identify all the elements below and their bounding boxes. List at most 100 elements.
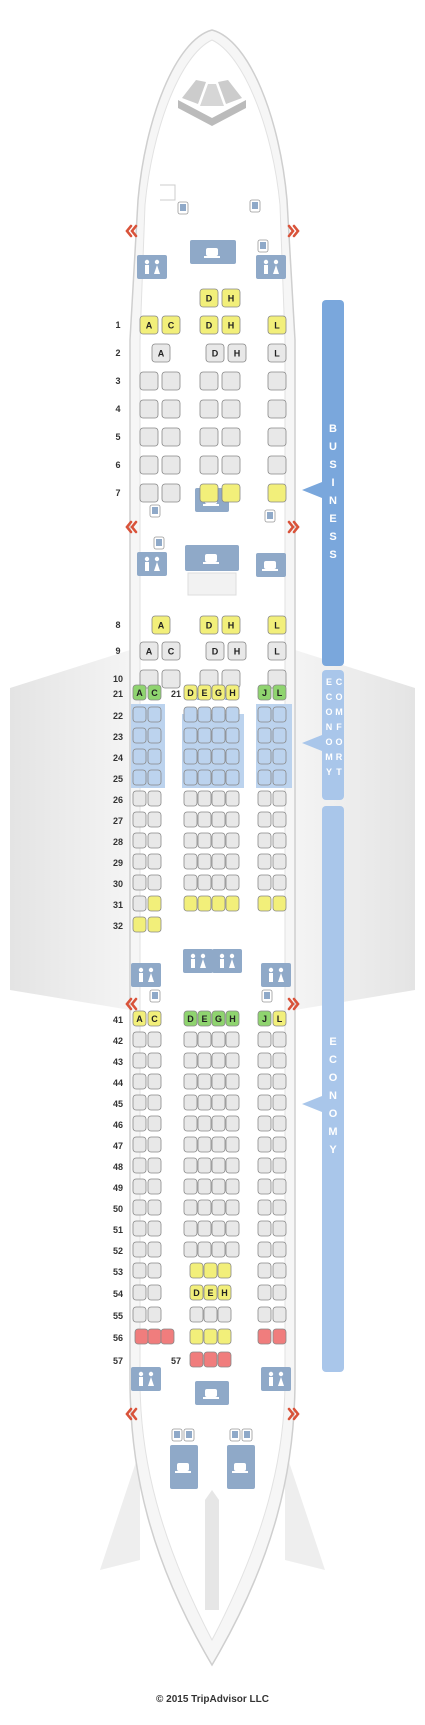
seat[interactable] [272,1306,287,1323]
seat[interactable]: L [267,343,287,363]
seat[interactable]: J [257,1010,272,1027]
seat[interactable] [211,1241,226,1258]
seat[interactable] [147,895,162,912]
seat[interactable]: G [211,684,226,701]
seat[interactable] [221,427,241,447]
seat[interactable] [197,748,212,765]
seat[interactable] [211,706,226,723]
seat[interactable] [257,706,272,723]
seat[interactable] [197,1178,212,1195]
seat[interactable]: C [147,1010,162,1027]
seat[interactable] [267,455,287,475]
seat[interactable] [139,427,159,447]
seat[interactable] [211,790,226,807]
seat[interactable] [272,1199,287,1216]
seat[interactable] [132,1262,147,1279]
seat[interactable] [211,1178,226,1195]
seat[interactable] [183,727,198,744]
seat[interactable] [147,769,162,786]
seat[interactable] [147,916,162,933]
seat[interactable] [183,832,198,849]
seat[interactable] [132,1136,147,1153]
seat[interactable] [132,1178,147,1195]
seat[interactable] [272,727,287,744]
seat[interactable] [197,1052,212,1069]
seat[interactable] [211,853,226,870]
seat[interactable] [257,832,272,849]
seat[interactable] [225,1157,240,1174]
seat[interactable] [217,1262,232,1279]
seat[interactable] [225,1073,240,1090]
seat[interactable]: H [225,1010,240,1027]
seat[interactable]: L [267,315,287,335]
seat[interactable] [183,1031,198,1048]
seat[interactable] [257,1052,272,1069]
seat[interactable] [257,748,272,765]
seat[interactable] [147,1073,162,1090]
seat[interactable] [225,853,240,870]
seat[interactable] [272,874,287,891]
seat[interactable] [272,1241,287,1258]
seat[interactable] [183,811,198,828]
seat[interactable] [132,895,147,912]
seat[interactable] [183,706,198,723]
seat[interactable] [225,748,240,765]
seat[interactable] [225,706,240,723]
seat[interactable] [132,706,147,723]
seat[interactable] [272,1262,287,1279]
seat[interactable] [272,706,287,723]
seat[interactable]: D [205,641,225,661]
seat[interactable] [203,1351,218,1368]
seat[interactable] [272,1052,287,1069]
seat[interactable]: A [132,684,147,701]
seat[interactable] [183,895,198,912]
seat[interactable] [132,1031,147,1048]
seat[interactable] [272,1157,287,1174]
seat[interactable] [132,1241,147,1258]
seat[interactable] [221,483,241,503]
seat[interactable] [161,427,181,447]
seat[interactable] [132,1306,147,1323]
seat[interactable] [147,1178,162,1195]
seat[interactable] [132,1115,147,1132]
seat[interactable] [199,399,219,419]
seat[interactable]: D [199,288,219,308]
seat[interactable] [211,1115,226,1132]
seat[interactable] [211,1031,226,1048]
seat[interactable]: E [203,1284,218,1301]
seat[interactable] [139,399,159,419]
seat[interactable] [211,1052,226,1069]
seat[interactable] [225,895,240,912]
seat[interactable]: L [267,641,287,661]
seat[interactable] [161,371,181,391]
seat[interactable] [197,1136,212,1153]
seat[interactable] [217,1306,232,1323]
seat[interactable] [189,1328,204,1345]
seat[interactable]: L [272,1010,287,1027]
seat[interactable] [272,832,287,849]
seat[interactable] [161,455,181,475]
seat[interactable] [267,371,287,391]
seat[interactable] [257,1220,272,1237]
seat[interactable] [183,1115,198,1132]
seat[interactable] [257,1178,272,1195]
seat[interactable] [257,1031,272,1048]
seat[interactable] [139,455,159,475]
seat[interactable]: D [183,684,198,701]
seat[interactable] [221,371,241,391]
seat[interactable]: H [221,288,241,308]
seat[interactable] [267,483,287,503]
seat[interactable] [257,769,272,786]
seat[interactable] [197,874,212,891]
seat[interactable]: D [199,315,219,335]
seat[interactable] [132,916,147,933]
seat[interactable]: H [227,343,247,363]
seat[interactable] [183,1073,198,1090]
seat[interactable] [189,1351,204,1368]
seat[interactable] [257,811,272,828]
seat[interactable] [267,427,287,447]
seat[interactable] [211,874,226,891]
seat[interactable] [225,832,240,849]
seat[interactable] [132,790,147,807]
seat[interactable]: D [189,1284,204,1301]
